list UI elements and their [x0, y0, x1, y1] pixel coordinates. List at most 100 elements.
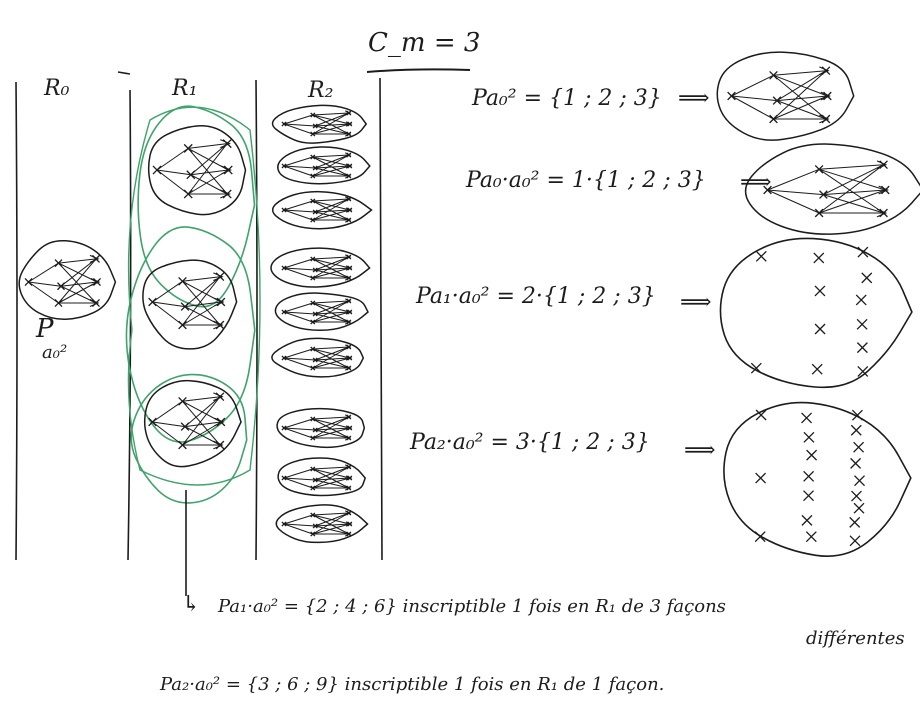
- arrow-head: [220, 139, 231, 149]
- green-grouping-outline: [137, 105, 256, 308]
- vertex-cross: [183, 143, 193, 153]
- vertex-cross: [152, 165, 162, 175]
- vertex-cross: [821, 114, 831, 124]
- arrow-head: [876, 160, 888, 170]
- vertex-cross: [180, 302, 190, 311]
- arrow-head: [878, 185, 889, 195]
- edge: [28, 262, 59, 283]
- edge: [312, 311, 350, 323]
- vertex-cross: [310, 275, 316, 281]
- vertex-cross: [223, 165, 233, 175]
- column-separator: [255, 79, 258, 561]
- vertex-cross: [861, 272, 873, 284]
- edge: [312, 416, 350, 439]
- edge: [315, 300, 349, 315]
- arrow-head: [213, 272, 224, 282]
- vertex-cross: [186, 170, 196, 180]
- vertex-cross: [215, 440, 225, 450]
- blob-outline: [274, 292, 369, 332]
- column-tick: [117, 71, 131, 75]
- column-separator: [15, 81, 18, 561]
- edge: [315, 427, 350, 431]
- edge: [315, 167, 349, 177]
- arrow-head: [820, 91, 831, 101]
- vertex-cross: [310, 485, 316, 491]
- blob-outline: [275, 504, 369, 544]
- vertex-cross: [763, 185, 772, 195]
- left-p-subscript: a₀²: [42, 342, 68, 363]
- vertex-cross: [310, 198, 316, 204]
- edge: [773, 70, 827, 76]
- vertex-cross: [806, 449, 818, 461]
- vertex-cross: [148, 297, 157, 307]
- vertex-cross: [312, 311, 318, 317]
- vertex-cross: [346, 319, 352, 325]
- edge: [156, 169, 189, 195]
- edge: [312, 209, 350, 221]
- vertex-cross: [346, 196, 352, 202]
- vertex-cross: [819, 190, 828, 199]
- vertex-cross: [281, 309, 287, 315]
- edge: [818, 164, 884, 214]
- blob-outline: [271, 104, 368, 144]
- equation-4: Pa₂·a₀² = 3·{1 ; 2 ; 3}: [410, 430, 650, 455]
- vertex-cross: [346, 217, 352, 223]
- vertex-cross: [346, 464, 352, 470]
- edge: [315, 359, 349, 369]
- edge: [152, 400, 183, 423]
- vertex-cross: [178, 440, 187, 450]
- vertex-cross: [854, 475, 865, 487]
- edge: [283, 209, 316, 213]
- edge: [312, 416, 349, 420]
- equation-3: Pa₁·a₀² = 2·{1 ; 2 ; 3}: [416, 284, 656, 309]
- vertex-cross: [814, 323, 826, 335]
- vertex-cross: [347, 425, 353, 431]
- edge: [731, 95, 774, 120]
- vertex-cross: [813, 252, 825, 264]
- edge: [312, 300, 349, 304]
- vertex-cross: [310, 300, 316, 306]
- edge: [283, 523, 313, 535]
- blob-outline: [719, 237, 913, 389]
- edge: [283, 514, 313, 525]
- r2-graph-blob: [271, 190, 373, 230]
- edge: [315, 311, 350, 315]
- edge: [182, 280, 221, 326]
- vertex-cross: [772, 96, 782, 105]
- arrow-head: [213, 320, 224, 330]
- blob-outline: [18, 239, 117, 320]
- edge: [315, 123, 350, 127]
- edge: [731, 95, 778, 102]
- vertex-cross: [312, 267, 318, 273]
- vertex-cross: [821, 66, 831, 76]
- vertex-cross: [346, 152, 352, 158]
- vertex-cross: [54, 259, 63, 268]
- r2-graph-blob: [277, 146, 371, 185]
- vertex-cross: [346, 414, 352, 420]
- edge: [818, 168, 884, 214]
- r2-graph-blob: [277, 457, 367, 497]
- green-grouping-outline: [127, 106, 261, 486]
- edge: [312, 200, 350, 221]
- edge: [767, 189, 824, 196]
- vertex-cross: [93, 278, 101, 286]
- arrow-head: [876, 208, 888, 218]
- edge: [283, 302, 313, 313]
- edge: [312, 427, 350, 439]
- vertex-cross: [281, 355, 287, 361]
- edge: [187, 143, 228, 195]
- vertex-cross: [801, 514, 813, 526]
- edge: [58, 258, 97, 304]
- vertex-cross: [346, 510, 352, 516]
- vertex-cross: [851, 490, 862, 502]
- edge: [315, 256, 349, 271]
- vertex-cross: [346, 435, 352, 441]
- edge: [283, 200, 313, 211]
- r1-graph-blob: [143, 379, 242, 468]
- edge: [156, 169, 191, 176]
- vertex-cross: [856, 318, 868, 330]
- edge: [315, 154, 349, 169]
- arrow-head: [89, 254, 100, 263]
